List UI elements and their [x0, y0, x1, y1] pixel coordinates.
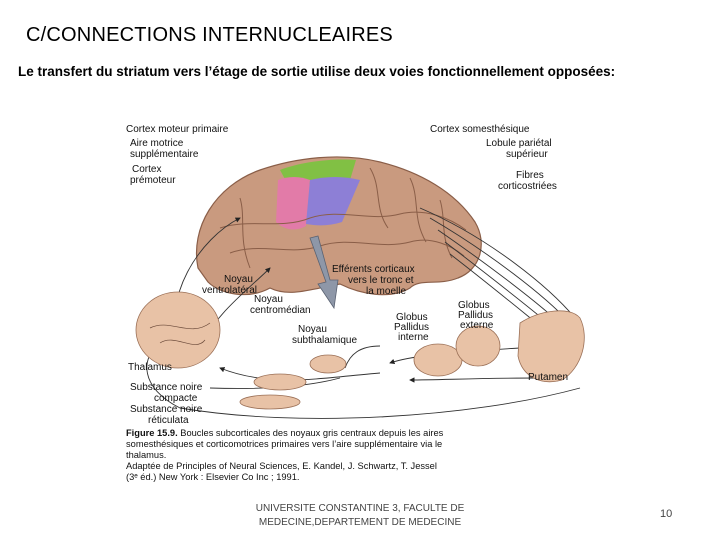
label-noyau-cm-2: centromédian: [250, 305, 311, 316]
basal-ganglia-figure: Cortex moteur primaire Aire motrice supp…: [120, 118, 600, 498]
label-putamen: Putamen: [528, 372, 568, 383]
label-aire-motrice-2: supplémentaire: [130, 149, 199, 160]
label-noyau-sub-1: Noyau: [298, 324, 327, 335]
label-snr-2: réticulata: [148, 415, 189, 426]
label-gp-int-2: Pallidus: [394, 322, 429, 333]
label-lobule-2: supérieur: [506, 149, 548, 160]
label-efferentes-2: vers le tronc et: [348, 275, 414, 286]
label-aire-motrice-1: Aire motrice: [130, 138, 184, 149]
label-snc-2: compacte: [154, 393, 198, 404]
caption-line-3: thalamus.: [126, 450, 166, 460]
label-noyau-sub-2: subthalamique: [292, 335, 357, 346]
slide-subtitle: Le transfert du striatum vers l’étage de…: [18, 64, 616, 79]
slide-footer: UNIVERSITE CONSTANTINE 3, FACULTE DE MED…: [240, 502, 480, 530]
caption-line-2: somesthésiques et corticomotrices primai…: [126, 439, 442, 449]
subthalamic-nucleus: [309, 354, 347, 374]
label-fibres-2: corticostriées: [498, 181, 557, 192]
substantia-nigra-compacta: [253, 373, 307, 391]
caption-line-1: Figure 15.9. Boucles subcorticales des n…: [126, 428, 444, 438]
globus-pallidus-external: [455, 325, 501, 367]
label-noyau-vl-2: ventrolatéral: [202, 285, 257, 296]
somatosensory-area-purple: [306, 177, 360, 226]
brain-illustration: [196, 156, 482, 310]
label-noyau-vl-1: Noyau: [224, 274, 253, 285]
label-gp-int-3: interne: [398, 332, 429, 343]
globus-pallidus-internal: [413, 343, 463, 377]
label-gp-int-1: Globus: [396, 312, 428, 323]
label-cortex-moteur: Cortex moteur primaire: [126, 124, 229, 135]
label-lobule-1: Lobule pariétal: [486, 138, 552, 149]
slide-title: C/CONNECTIONS INTERNUCLEAIRES: [26, 24, 393, 46]
thalamus-nucleus: [135, 291, 221, 369]
footer-line-2: MEDECINE,DEPARTEMENT DE MEDECINE: [258, 517, 462, 528]
figure-caption: Figure 15.9. Boucles subcorticales des n…: [126, 428, 444, 482]
label-snc-1: Substance noire: [130, 382, 203, 393]
label-noyau-cm-1: Noyau: [254, 294, 283, 305]
label-gp-ext-3: externe: [460, 320, 494, 331]
label-thalamus: Thalamus: [128, 362, 172, 373]
caption-line-4: Adaptée de Principles of Neural Sciences…: [126, 461, 437, 471]
nuclei: [135, 291, 585, 410]
label-efferentes-1: Efférents corticaux: [332, 264, 415, 275]
label-cortex-premoteur-2: prémoteur: [130, 175, 176, 186]
footer-line-1: UNIVERSITE CONSTANTINE 3, FACULTE DE: [255, 503, 465, 514]
label-cortex-premoteur-1: Cortex: [132, 164, 161, 175]
figure-svg: Cortex moteur primaire Aire motrice supp…: [126, 124, 585, 482]
putamen-nucleus: [517, 310, 585, 382]
figure-labels: Cortex moteur primaire Aire motrice supp…: [126, 124, 568, 426]
premotor-area-pink: [276, 177, 310, 230]
substantia-nigra-reticulata: [239, 394, 301, 410]
page-number: 10: [660, 508, 673, 520]
label-cortex-somesth: Cortex somesthésique: [430, 124, 530, 135]
label-efferentes-3: la moelle: [366, 286, 406, 297]
label-snr-1: Substance noire: [130, 404, 203, 415]
caption-line-5: (3ᵉ éd.) New York : Elsevier Co Inc ; 19…: [126, 472, 299, 482]
cortical-efferent-arrow: [309, 235, 339, 310]
label-gp-ext-1: Globus: [458, 300, 490, 311]
label-gp-ext-2: Pallidus: [458, 310, 493, 321]
label-fibres-1: Fibres: [516, 170, 544, 181]
